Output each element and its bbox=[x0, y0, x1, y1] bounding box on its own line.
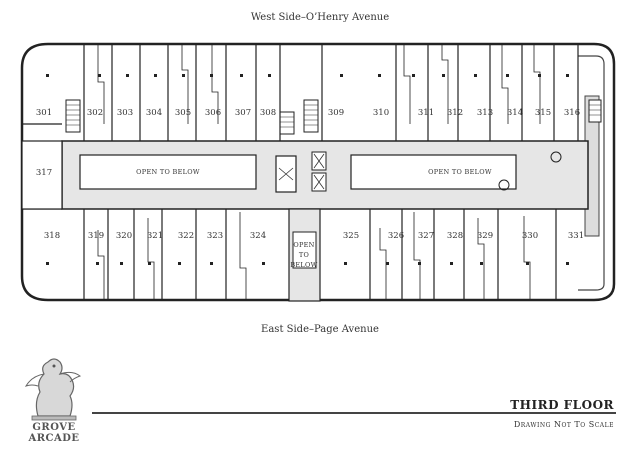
atrium-right-label: OPEN TO BELOW bbox=[428, 168, 492, 176]
unit-328: 328 bbox=[447, 231, 463, 241]
unit-330: 330 bbox=[522, 231, 538, 241]
top-unit-walls bbox=[22, 44, 579, 141]
unit-314: 314 bbox=[507, 108, 523, 118]
page-subtitle: Drawing Not To Scale bbox=[513, 420, 614, 429]
unit-307: 307 bbox=[235, 108, 251, 118]
unit-302: 302 bbox=[87, 108, 103, 118]
unit-303: 303 bbox=[117, 108, 133, 118]
unit-305: 305 bbox=[175, 108, 191, 118]
unit-306: 306 bbox=[205, 108, 221, 118]
unit-317: 317 bbox=[36, 168, 52, 178]
unit-322: 322 bbox=[178, 231, 194, 241]
griffin-icon bbox=[24, 358, 82, 421]
unit-311: 311 bbox=[418, 108, 434, 118]
grove-arcade-logo: GROVE ARCADE bbox=[18, 352, 90, 444]
unit-321: 321 bbox=[147, 231, 163, 241]
floor-plan: 301 302 303 304 305 306 307 308 309 310 … bbox=[20, 42, 616, 302]
stairwell-west bbox=[65, 99, 81, 133]
street-label-west: West Side–O’Henry Avenue bbox=[250, 12, 390, 23]
unit-308: 308 bbox=[260, 108, 276, 118]
unit-331: 331 bbox=[568, 231, 584, 241]
east-rotunda bbox=[578, 55, 605, 291]
street-label-east: East Side–Page Avenue bbox=[261, 324, 379, 335]
atrium-center-label-1: OPEN bbox=[293, 241, 314, 249]
unit-309: 309 bbox=[328, 108, 344, 118]
unit-320: 320 bbox=[116, 231, 132, 241]
unit-316: 316 bbox=[564, 108, 580, 118]
logo-word-1: GROVE bbox=[32, 422, 76, 433]
unit-labels-top: 301 302 303 304 305 306 307 308 309 310 … bbox=[36, 108, 580, 118]
unit-310: 310 bbox=[373, 108, 389, 118]
unit-304: 304 bbox=[146, 108, 162, 118]
unit-labels-bottom: 318 319 320 321 322 323 324 325 326 327 … bbox=[44, 231, 584, 241]
unit-312: 312 bbox=[447, 108, 463, 118]
unit-319: 319 bbox=[88, 231, 104, 241]
atrium-left bbox=[79, 154, 257, 190]
unit-324: 324 bbox=[250, 231, 266, 241]
unit-325: 325 bbox=[343, 231, 359, 241]
stairwell-309 bbox=[303, 99, 319, 133]
unit-329: 329 bbox=[477, 231, 493, 241]
unit-326: 326 bbox=[388, 231, 404, 241]
unit-318: 318 bbox=[44, 231, 60, 241]
unit-315: 315 bbox=[535, 108, 551, 118]
atrium-right bbox=[350, 154, 517, 190]
unit-313: 313 bbox=[477, 108, 493, 118]
atrium-center bbox=[292, 231, 317, 269]
unit-301: 301 bbox=[36, 108, 52, 118]
unit-327: 327 bbox=[418, 231, 434, 241]
logo-word-2: ARCADE bbox=[28, 433, 80, 444]
unit-317-wall bbox=[21, 140, 63, 210]
atrium-center-label-2: TO bbox=[299, 251, 309, 259]
atrium-left-label: OPEN TO BELOW bbox=[136, 168, 200, 176]
page-title: THIRD FLOOR bbox=[510, 398, 614, 412]
atrium-center-label-3: BELOW bbox=[290, 261, 317, 269]
building-outline bbox=[20, 42, 616, 302]
footer-divider bbox=[92, 412, 616, 414]
stairwell-308 bbox=[279, 111, 295, 135]
unit-323: 323 bbox=[207, 231, 223, 241]
stairwell-east bbox=[588, 99, 602, 123]
column-markers bbox=[46, 74, 569, 265]
